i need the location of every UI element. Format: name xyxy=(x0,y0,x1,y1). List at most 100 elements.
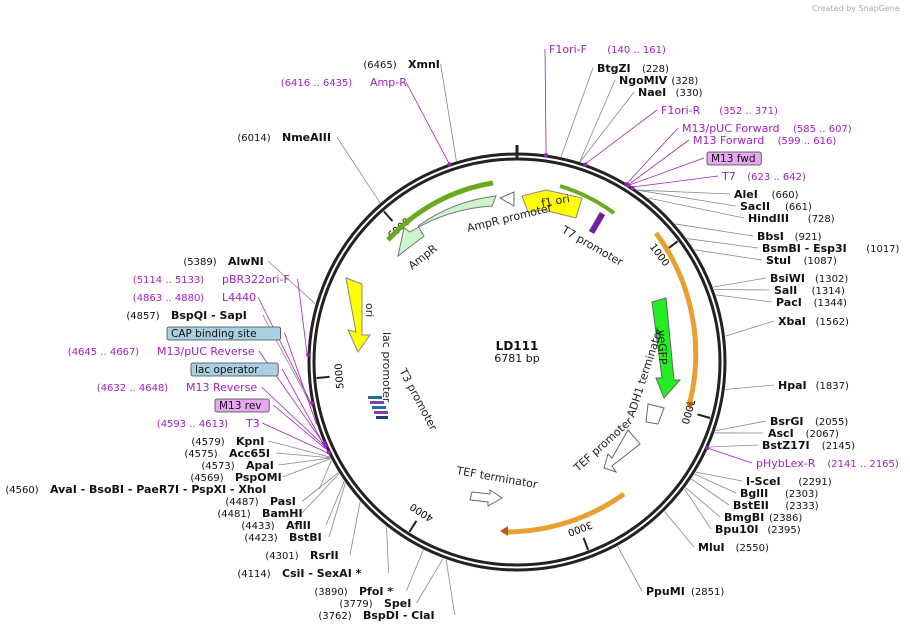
leader-line xyxy=(628,139,690,185)
leader-line xyxy=(629,157,705,186)
leader-line xyxy=(281,368,326,447)
site-box-42: M13 rev xyxy=(214,398,270,413)
enzyme-name: NmeAIII xyxy=(282,131,331,144)
site-enz-6: NaeI(330) xyxy=(638,86,703,99)
feature-tef-terminator-label: TEF terminator xyxy=(454,464,538,491)
leader-line xyxy=(709,444,759,448)
site-enz-24: AscI(2067) xyxy=(768,427,839,440)
site-feat-26: pHybLex-R (2141 .. 2165) xyxy=(756,457,899,470)
enzyme-position: (328) xyxy=(671,76,698,87)
primer-range: (585 .. 607) xyxy=(793,124,852,135)
primer-site-mark xyxy=(306,352,311,357)
primer-name: pHybLex-R xyxy=(756,457,816,470)
feature-yegfp xyxy=(651,297,682,399)
feature-lac-promoter-label: lac promoter xyxy=(380,332,393,403)
leader-line xyxy=(416,558,444,604)
enzyme-position: (3779) xyxy=(339,599,372,610)
enzyme-name: AvaI - BsoBI - PaeR7I - PspXI - XhoI xyxy=(50,483,266,496)
enzyme-name: AlwNI xyxy=(228,255,264,268)
feature-t7-promoter xyxy=(588,211,606,235)
enzyme-name: KpnI xyxy=(236,435,264,448)
site-box-label: lac operator xyxy=(195,364,259,376)
leader-line xyxy=(633,175,719,188)
leader-line xyxy=(349,501,361,556)
enzyme-name: PasI xyxy=(270,495,296,508)
site-enz-20: PacI(1344) xyxy=(776,296,847,309)
primer-site-mark xyxy=(326,450,331,455)
enzyme-position: (660) xyxy=(772,190,799,201)
enzyme-name: BsrGI xyxy=(770,415,803,428)
enzyme-position: (2851) xyxy=(691,587,724,598)
primer-name: F1ori-F xyxy=(549,43,587,56)
site-enz-56: (3779)SpeI xyxy=(339,597,411,610)
site-enz-14: HindIII(728) xyxy=(748,212,835,225)
tick-mark xyxy=(383,210,394,222)
site-enz-44: (4579) KpnI xyxy=(191,435,264,448)
site-enz-48: (4560)AvaI - BsoBI - PaeR7I - PspXI - Xh… xyxy=(5,483,266,496)
tick-mark xyxy=(666,240,679,250)
site-enz-51: (4433)AflII xyxy=(241,519,310,532)
leader-line xyxy=(585,109,658,164)
primer-name: T7 xyxy=(721,170,736,183)
enzyme-position: (1837) xyxy=(816,381,849,392)
primer-name: M13/pUC Forward xyxy=(682,122,780,135)
enzyme-name: RsrII xyxy=(310,549,339,562)
leader-line xyxy=(715,294,773,303)
enzyme-name: BamHI xyxy=(262,507,303,520)
tick-label: 5000 xyxy=(334,363,347,389)
leader-line xyxy=(328,482,346,538)
site-enz-46: (4573)ApaI xyxy=(201,459,274,472)
site-feat-11: T7(623 .. 642) xyxy=(721,170,806,183)
site-box-label: M13 rev xyxy=(219,400,262,412)
enzyme-position: (4423) xyxy=(244,533,277,544)
site-enz-32: MluI(2550) xyxy=(698,541,769,554)
site-enz-50: (4481)BamHI xyxy=(217,507,302,520)
leader-line xyxy=(445,559,456,616)
arc-arrow-head xyxy=(686,402,694,410)
site-enz-25: BstZ17I(2145) xyxy=(762,439,855,452)
enzyme-position: (2395) xyxy=(767,525,800,536)
enzyme-name: I-SceI xyxy=(746,475,781,488)
site-enz-18: BsiWI(1302) xyxy=(770,272,848,285)
enzyme-position: (1314) xyxy=(812,286,845,297)
enzyme-position: (728) xyxy=(808,214,835,225)
feature-adh1-terminator-label: ADH1 terminator xyxy=(624,326,665,419)
enzyme-name: BbsI xyxy=(757,230,784,243)
site-box-label: M13 fwd xyxy=(711,153,756,165)
enzyme-position: (4114) xyxy=(237,569,270,580)
backbone-features xyxy=(386,180,699,536)
enzyme-name: XbaI xyxy=(778,315,806,328)
enzyme-position: (2145) xyxy=(822,441,855,452)
site-enz-53: (4301)RsrII xyxy=(265,549,338,562)
site-enz-49: (4487)PasI xyxy=(225,495,295,508)
primer-site-mark xyxy=(626,183,631,188)
leader-line xyxy=(691,478,730,506)
primer-name: M13/pUC Reverse xyxy=(157,345,255,358)
enzyme-name: BstBI xyxy=(289,531,322,544)
leader-line xyxy=(261,386,325,447)
primer-range: (2141 .. 2165) xyxy=(827,459,899,470)
leader-line xyxy=(267,260,316,305)
leader-line xyxy=(406,549,424,592)
ori-arc-highlight xyxy=(653,231,699,403)
enzyme-position: (4579) xyxy=(191,437,224,448)
primer-range: (5114 .. 5133) xyxy=(133,275,205,286)
leader-line xyxy=(282,458,331,478)
site-feat-7: F1ori-R(352 .. 371) xyxy=(661,104,778,117)
site-box-38: CAP binding site xyxy=(166,326,281,341)
leader-line xyxy=(319,460,332,490)
primer-range: (599 .. 616) xyxy=(778,136,837,147)
leader-line xyxy=(257,296,312,404)
enzyme-name: BspDI - ClaI xyxy=(363,609,435,622)
primer-site-mark xyxy=(310,401,315,406)
enzyme-position: (3890) xyxy=(314,587,347,598)
enzyme-position: (2303) xyxy=(785,489,818,500)
leader-line xyxy=(708,448,753,464)
feature-ampr-promoter xyxy=(498,191,515,207)
site-enz-0: (6465)XmnI xyxy=(363,58,439,71)
site-feat-43: (4593 .. 4613)T3 xyxy=(157,417,260,430)
enzyme-name: PfoI * xyxy=(359,585,393,598)
site-enz-22: HpaI(1837) xyxy=(778,379,849,392)
